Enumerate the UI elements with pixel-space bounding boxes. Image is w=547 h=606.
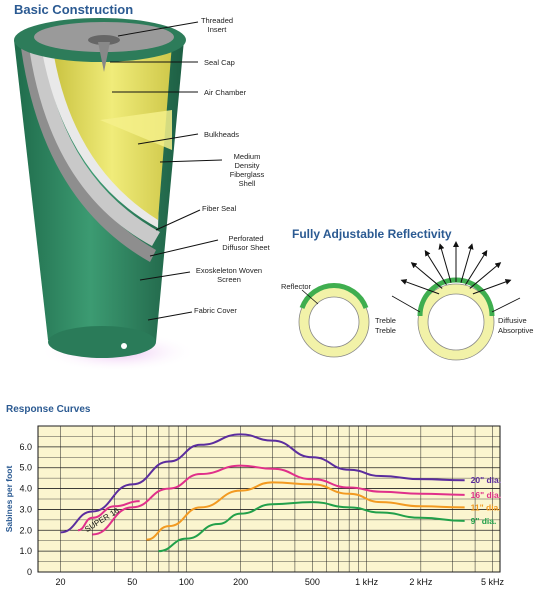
basic-construction-title: Basic Construction [14,2,134,17]
y-tick-label: 6.0 [19,442,32,452]
callout-diffusor: Perforated Diffusor Sheet [222,234,270,252]
response-curves-title: Response Curves [6,404,91,415]
callout-fiber-seal: Fiber Seal [202,204,237,213]
bulkhead [100,110,172,150]
y-tick-label: 2.0 [19,525,32,535]
callout-bulkheads: Bulkheads [204,130,240,139]
y-tick-label: 1.0 [19,546,32,556]
left-reflector-arc [299,282,369,309]
right-trap-core [427,293,485,351]
fabric-dot [121,343,127,349]
series-line [146,481,465,541]
series-line [158,501,465,553]
callout-leaders [110,21,223,321]
x-tick-label: 200 [233,577,248,587]
reflectivity-title: Fully Adjustable Reflectivity [292,227,452,241]
x-tick-label: 50 [127,577,137,587]
label-diffusive: Diffusive [498,316,527,325]
callout-shell: Medium Density Fiberglass Shell [229,152,265,188]
series-label: 11" dia. [471,502,501,512]
diffusion-arrow [469,262,502,289]
y-axis-label: Sabines per foot [4,466,14,533]
series-label: 16" dia. [471,490,502,500]
x-tick-label: 20 [56,577,66,587]
series-line [92,464,465,536]
x-tick-label: 100 [179,577,194,587]
seal-cap-stem [98,42,110,72]
response-chart: 0 1.0 2.0 3.0 4.0 5.0 6.0 20 50 100 200 500 1 kHz 2 k… [4,425,505,587]
diffusion-arrow [424,249,447,286]
y-tick-label: 5.0 [19,463,32,473]
label-reflector: Reflector [281,282,312,291]
y-tick-label: 4.0 [19,484,32,494]
callout-threaded-insert: Threaded Insert [200,16,234,34]
series-line [60,433,465,534]
diffusion-arrow [460,243,474,283]
diffusion-arrows [400,241,512,295]
fabric-cover-bottom [48,326,156,358]
diffusion-arrow [400,279,440,295]
callout-seal-cap: Seal Cap [204,58,235,67]
x-tick-label: 1 kHz [355,577,379,587]
diffusor-layer [28,40,160,246]
label-treble-2: Treble [375,326,396,335]
x-tick-label: 2 kHz [409,577,433,587]
y-tick-label: 3.0 [19,504,32,514]
left-trap-core [308,296,360,348]
trap-cutaway-illustration [14,18,223,372]
callout-exoskeleton: Exoskeleton Woven Screen [195,266,263,284]
diffusion-arrow [438,243,452,283]
diffusion-arrow [472,279,512,295]
diffusion-arrow [465,249,488,286]
series-label: 20" dia. [471,475,502,485]
label-treble-1: Treble [375,316,396,325]
series-label: 9" dia. [471,516,497,526]
x-tick-label: 5 kHz [481,577,505,587]
diffusion-arrow [410,262,443,289]
reflectivity-diagram [298,241,521,361]
x-tick-label: 500 [305,577,320,587]
y-tick-label: 0 [27,567,32,577]
super16-line [77,500,140,532]
threaded-insert [88,35,120,45]
label-absorptive: Absorptive [498,326,534,335]
callout-fabric-cover: Fabric Cover [194,306,237,315]
callout-air-chamber: Air Chamber [204,88,247,97]
air-chamber [52,44,172,220]
